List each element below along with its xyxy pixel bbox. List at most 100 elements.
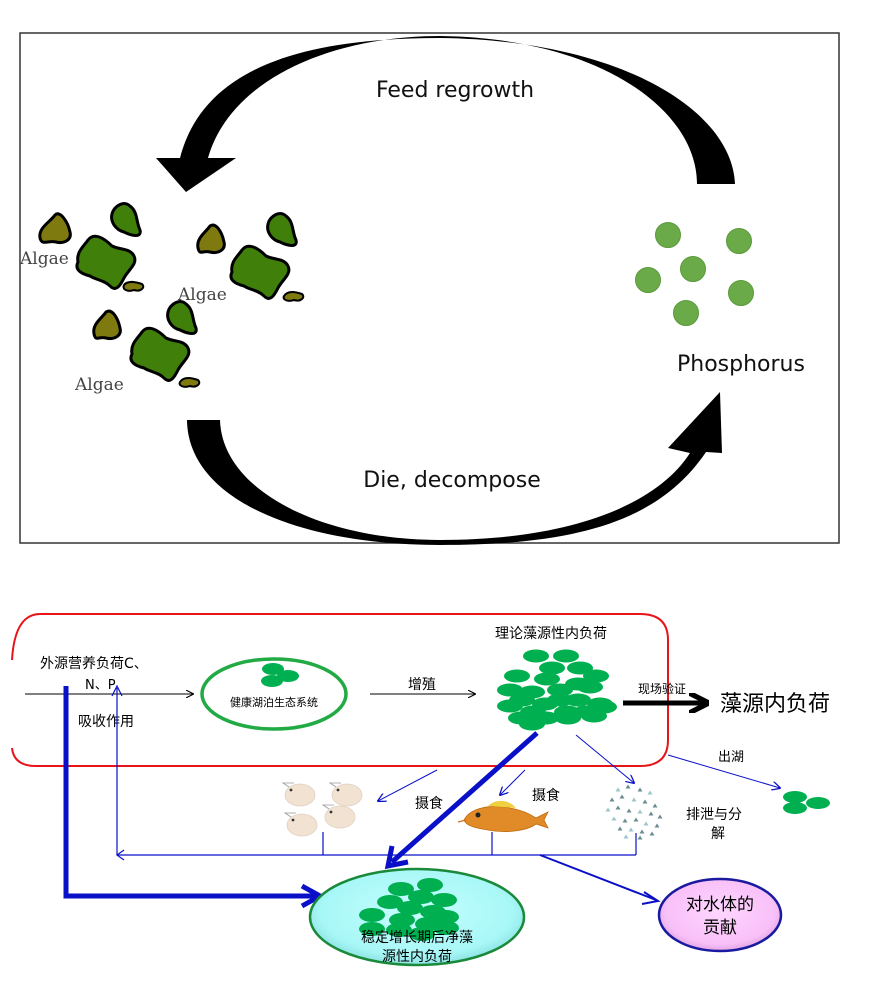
lake-system-boundary: [11, 613, 669, 767]
phosphorus-dot: [680, 256, 706, 282]
die-decompose-label: Die, decompose: [363, 468, 540, 493]
particle: [625, 784, 631, 789]
particle: [631, 797, 637, 802]
particle: [637, 835, 643, 840]
particle: [605, 807, 611, 812]
algae-cluster-3: [92, 300, 201, 388]
particle: [628, 827, 634, 832]
healthy-lake-algae-icon: [261, 663, 299, 687]
decomposition-arrow: [575, 734, 634, 783]
net-algal-load-ellipse: [308, 867, 526, 967]
algae-cell: [497, 699, 523, 713]
algae-cell: [262, 663, 284, 675]
excretion-label-1: 排泄与分: [686, 807, 742, 823]
field-verify-label: 现场验证: [638, 681, 686, 696]
algae-cell: [783, 791, 807, 803]
external-load-label-2: N、P: [85, 678, 116, 693]
algae-blob-large: [229, 244, 291, 300]
algae-label-1: Algae: [19, 249, 69, 269]
algae-blob-small: [178, 377, 201, 388]
algae-cell: [433, 921, 459, 935]
algae-blob-small: [282, 291, 305, 302]
absorption-label: 吸收作用: [78, 714, 134, 730]
particle: [626, 808, 632, 813]
algae-cell: [386, 923, 412, 937]
excretion-label-2: 解: [711, 826, 725, 842]
particle: [649, 831, 655, 836]
theoretical-to-net-arrowhead: [384, 845, 409, 870]
decomposition-particles: [605, 784, 663, 840]
particle: [637, 809, 643, 814]
algae-cell: [555, 711, 581, 725]
top-frame: [19, 32, 840, 544]
external-load-label-1: 外源营养负荷C、: [40, 656, 148, 672]
algae-cell: [539, 661, 565, 675]
feedback-riser-arrowhead: [111, 684, 123, 697]
particle: [609, 797, 615, 802]
algae-cell: [261, 675, 283, 687]
phosphorus-particles: [635, 222, 754, 326]
algae-blob-olive: [196, 223, 226, 254]
particle: [637, 787, 643, 792]
proliferation-label: 增殖: [408, 676, 436, 693]
particle: [611, 816, 617, 821]
external-load-to-net-path: [63, 686, 318, 899]
algae-cell: [806, 797, 830, 809]
algae-cell: [277, 670, 299, 682]
algae-blob-green: [266, 212, 298, 247]
algae-blob-large: [75, 234, 137, 290]
contribution-ellipse: [657, 877, 783, 953]
phosphorus-dot: [635, 267, 661, 293]
algae-blob-large: [129, 326, 191, 382]
theoretical-algae-cluster: [497, 649, 617, 731]
zooplankton-individual: [321, 804, 356, 829]
algae-cell: [409, 927, 435, 941]
net-load-label-1: 稳定增长期后净藻: [361, 930, 473, 946]
particle: [615, 805, 621, 810]
phosphorus-dot: [728, 280, 754, 306]
particle: [643, 821, 649, 826]
grazing-fish-arrow: [500, 769, 526, 795]
theoretical-load-label: 理论藻源性内负荷: [495, 626, 607, 642]
healthy-lake-ellipse: [200, 657, 348, 731]
contribution-label-1: 对水体的: [686, 895, 754, 915]
algae-cell: [359, 922, 385, 936]
algae-cell: [504, 669, 530, 683]
net-load-label-2: 源性内负荷: [382, 949, 452, 965]
particle: [633, 817, 639, 822]
zooplankton-individual: [328, 782, 363, 807]
algae-cluster-1: [38, 202, 145, 292]
algae-cell: [377, 895, 403, 909]
fish-icon: [457, 800, 549, 832]
algae-cell: [408, 890, 434, 904]
feed-regrowth-label: Feed regrowth: [376, 78, 534, 103]
net-algae-cluster: [359, 878, 459, 941]
grazing-label-2: 摄食: [532, 787, 560, 804]
outflow-algae-icon: [783, 791, 830, 814]
algae-cell: [497, 683, 523, 697]
algae-cell: [567, 661, 593, 675]
algae-cell: [534, 672, 560, 686]
zooplankton-individual: [283, 812, 318, 837]
algae-blob-olive: [38, 212, 72, 244]
particle: [619, 794, 625, 799]
particle: [617, 826, 623, 831]
algae-cell: [581, 709, 607, 723]
phosphorus-dot: [726, 228, 752, 254]
top-cycle-diagram: Feed regrowth Die, decompose Algae Algae…: [19, 32, 840, 545]
algae-cell: [519, 717, 545, 731]
algae-cell: [431, 893, 457, 907]
algae-blob-small: [122, 280, 145, 292]
algae-cell: [388, 882, 414, 896]
contribution-label-2: 贡献: [703, 918, 737, 938]
outflow-arrow: [667, 754, 780, 788]
outflow-label: 出湖: [718, 750, 744, 765]
algae-cell: [359, 908, 385, 922]
algal-internal-load-label: 藻源内负荷: [720, 692, 830, 717]
recycling-feedback-lines: [111, 684, 637, 861]
algae-cell: [433, 910, 459, 924]
zooplankton-icon: [281, 782, 363, 837]
to-contribution-arrow: [539, 854, 657, 901]
to-contribution-arrowhead: [641, 891, 661, 905]
